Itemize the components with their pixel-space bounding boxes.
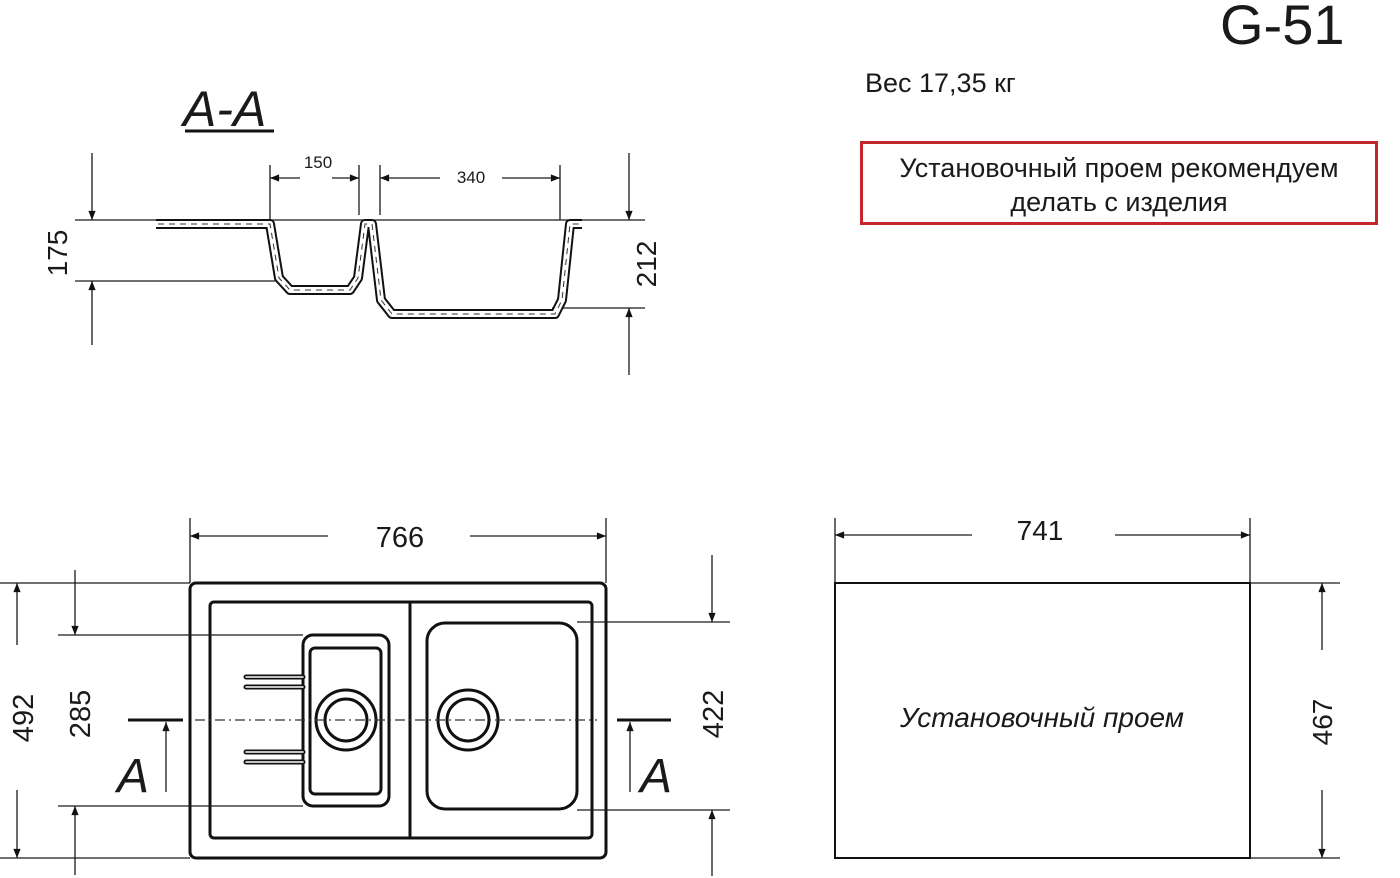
large-bowl (425, 621, 579, 811)
dim-492-label: 492 (8, 694, 40, 742)
note-line-1: Установочный проем рекомендуем (899, 153, 1339, 183)
top-view: 766 492 285 422 A A (0, 518, 730, 876)
model-title: G-51 (1220, 0, 1345, 56)
cutout-view: Установочный проем 741 467 (834, 515, 1340, 859)
section-mark-left-label: A (114, 750, 149, 803)
dim-212-label: 212 (631, 241, 662, 288)
dim-285-label: 285 (65, 690, 97, 738)
dim-467-label: 467 (1307, 699, 1338, 746)
dim-741-label: 741 (1017, 515, 1064, 546)
note-line-2: делать с изделия (1010, 187, 1228, 217)
section-mark-right-label: A (637, 750, 672, 803)
drainboard-grooves (243, 674, 306, 765)
installation-note-box: Установочный проем рекомендуем делать с … (860, 141, 1378, 225)
section-title: A-A (180, 81, 266, 137)
cutout-label: Установочный проем (899, 702, 1184, 733)
weight-label: Вес 17,35 кг (865, 68, 1016, 98)
sink-profile (156, 219, 582, 319)
dim-766-label: 766 (376, 522, 424, 554)
dim-150-label: 150 (304, 153, 332, 172)
sink-outline (188, 581, 608, 860)
dim-340-label: 340 (457, 168, 485, 187)
dim-422-label: 422 (698, 690, 730, 738)
section-view: A-A 150 340 175 212 (42, 81, 662, 375)
cutout-outline (834, 582, 1251, 859)
small-bowl-inner (308, 646, 383, 796)
dim-175-label: 175 (42, 230, 73, 277)
